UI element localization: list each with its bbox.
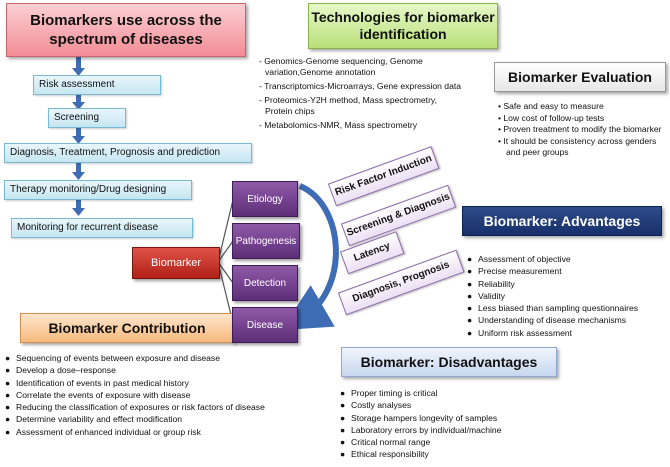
flow-step-screening: Screening [48, 108, 126, 128]
tech-title: Technologies for biomarker identificatio… [308, 3, 498, 49]
list-item: - Transcriptomics-Microarrays, Gene expr… [259, 81, 462, 91]
list-item: ●Reliability [467, 278, 515, 289]
biomarker-connectors [217, 199, 234, 324]
evaluation-list: • Safe and easy to measure • Low cost of… [498, 101, 666, 159]
flow-step-monitoring: Monitoring for recurrent disease [11, 218, 193, 238]
flow-step-therapy: Therapy monitoring/Drug designing [4, 180, 192, 200]
tech-list: - Genomics-Genome sequencing, Genome var… [259, 56, 464, 134]
advantages-title: Biomarker: Advantages [462, 206, 662, 236]
list-item: ●Costly analyses [340, 400, 412, 411]
list-item: ●Identification of events in past medica… [5, 377, 189, 388]
list-item: - Genomics-Genome sequencing, Genome var… [259, 56, 423, 77]
disadvantages-list: ●Proper timing is critical ●Costly analy… [340, 387, 560, 461]
list-item: ●Assessment of objective [467, 254, 571, 264]
evaluation-title: Biomarker Evaluation [494, 62, 666, 92]
list-item: ●Precise measurement [467, 266, 562, 277]
list-item: • Safe and easy to measure [498, 101, 604, 111]
list-item: - Metabolomics-NMR, Mass spectrometry [259, 120, 418, 130]
list-item: • It should be consistency across gender… [498, 135, 657, 158]
list-item: ●Less biased than sampling questionnaire… [467, 303, 639, 314]
node-detection: Detection [232, 265, 298, 301]
contribution-list: ●Sequencing of events between exposure a… [5, 352, 295, 438]
biomarker-node: Biomarker [132, 247, 220, 279]
advantages-list: ●Assessment of objective ●Precise measur… [467, 253, 667, 339]
list-item: ●Proper timing is critical [340, 388, 438, 398]
progression-arrow [281, 183, 339, 331]
list-item: • Low cost of follow-up tests [498, 112, 605, 123]
list-item: ●Critical normal range [340, 437, 431, 448]
list-item: ●Understanding of disease mechanisms [467, 315, 627, 326]
list-item: ●Uniform risk assessment [467, 327, 573, 338]
list-item: ●Sequencing of events between exposure a… [5, 353, 221, 363]
node-etiology: Etiology [232, 181, 298, 217]
node-disease: Disease [232, 307, 298, 343]
list-item: ●Storage hampers longevity of samples [340, 412, 498, 423]
list-item: ●Ethical responsibility [340, 449, 429, 460]
flow-step-diagnosis: Diagnosis, Treatment, Prognosis and pred… [4, 143, 252, 163]
list-item: ●Correlate the events of exposure with d… [5, 389, 191, 400]
list-item: ●Determine variability and effect modifi… [5, 414, 183, 425]
list-item: - Proteomics-Y2H method, Mass spectromet… [259, 95, 437, 116]
node-pathogenesis: Pathogenesis [232, 223, 300, 259]
uses-title: Biomarkers use across the spectrum of di… [6, 3, 246, 57]
list-item: ●Reducing the classification of exposure… [5, 402, 265, 413]
list-item: ●Assessment of enhanced individual or gr… [5, 426, 201, 437]
list-item: ●Laboratory errors by individual/machine [340, 424, 502, 435]
list-item: • Proven treatment to modify the biomark… [498, 124, 662, 135]
flow-step-risk-assessment: Risk assessment [33, 75, 161, 95]
list-item: ●Validity [467, 290, 506, 301]
disadvantages-title: Biomarker: Disadvantages [341, 347, 557, 377]
flow-arrows [72, 55, 85, 216]
list-item: ●Develop a dose–response [5, 365, 116, 376]
contribution-title: Biomarker Contribution [20, 313, 234, 343]
